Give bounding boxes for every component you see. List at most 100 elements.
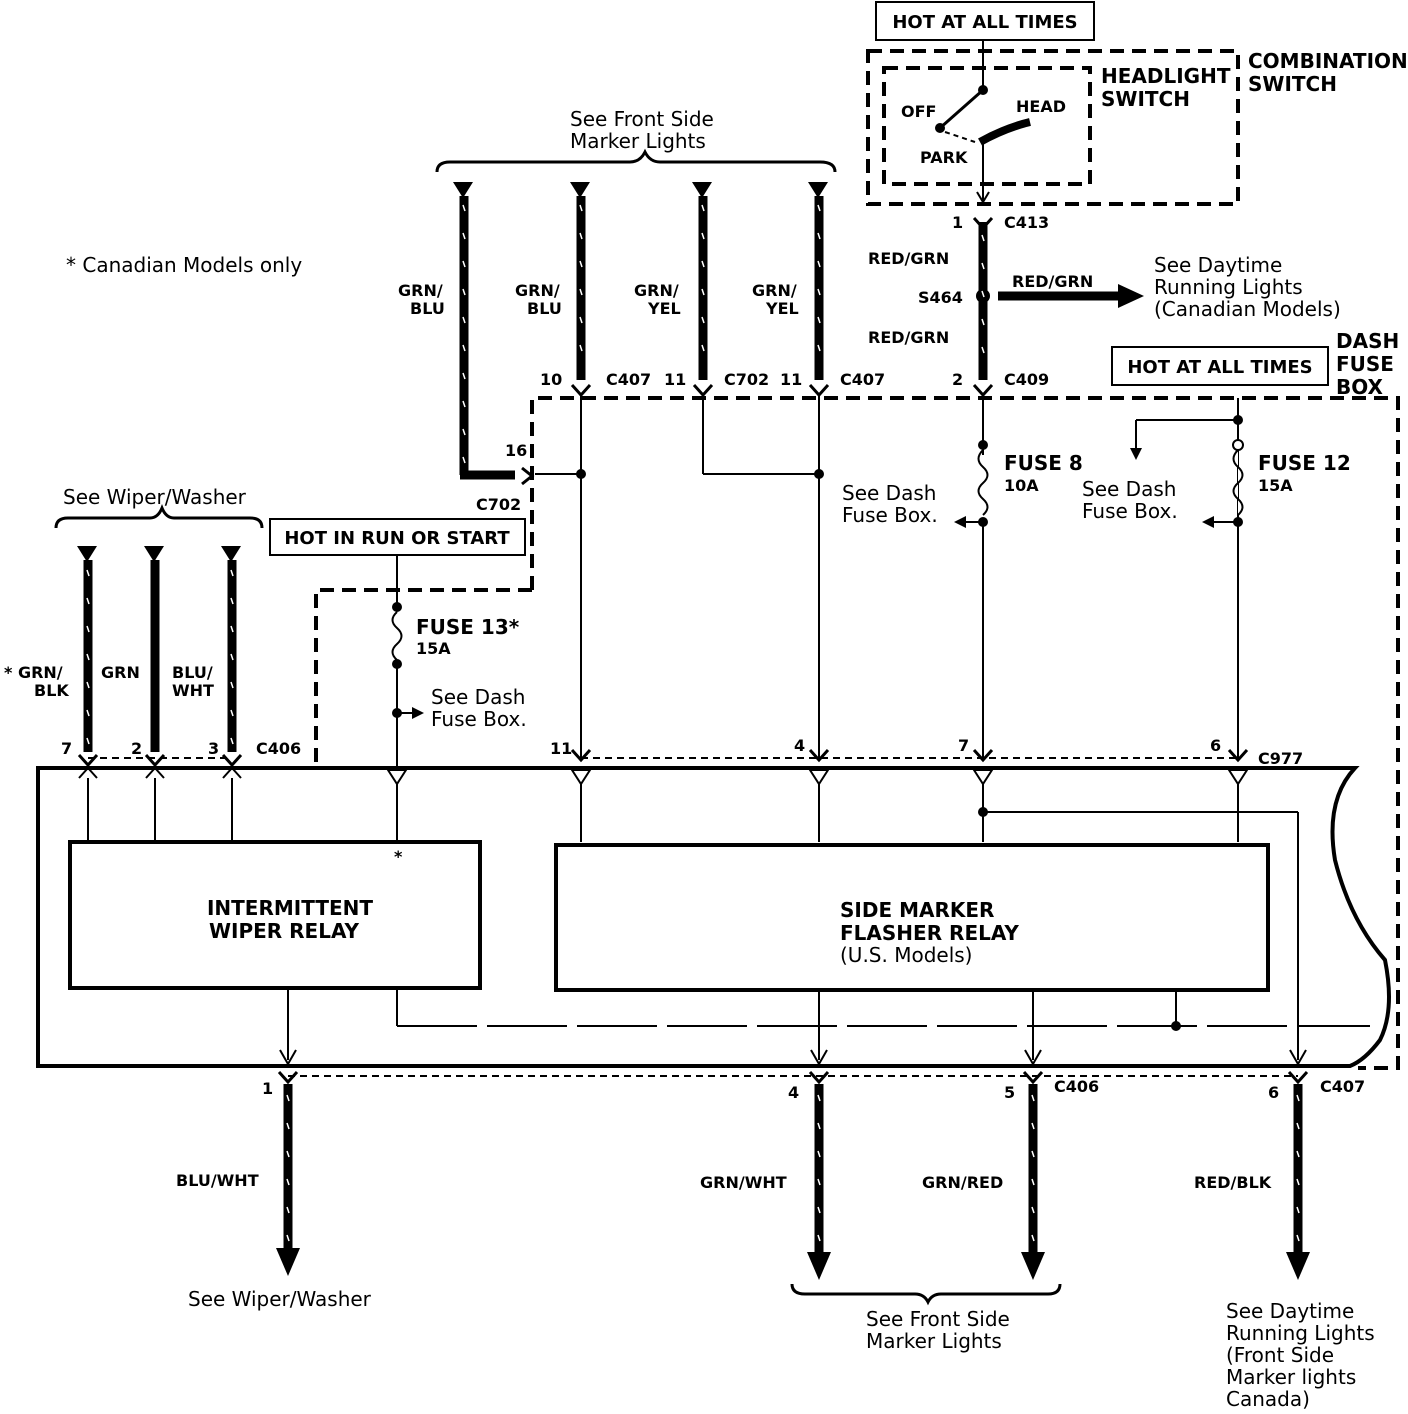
c702a-pin: 11 xyxy=(664,370,686,389)
wire-stripe-mark xyxy=(701,288,705,296)
hot-at-all-times-dash: HOT AT ALL TIMES xyxy=(1127,357,1312,378)
c977-connector xyxy=(570,748,1249,763)
wire-stripe-mark xyxy=(701,316,705,324)
internal-wiring-relays xyxy=(87,778,1370,1067)
wiper-wire3-c2: WHT xyxy=(172,681,214,700)
wire3-color-2: YEL xyxy=(647,299,681,318)
wiper-ref-brace xyxy=(54,503,264,529)
side-marker-relay-label-1: SIDE MARKER xyxy=(840,898,994,922)
bottom-ref-daytime-1: See Daytime xyxy=(1226,1299,1354,1323)
bottom-ref-wiper: See Wiper/Washer xyxy=(188,1287,372,1311)
wire-stripe-mark xyxy=(817,288,821,296)
combination-switch-border xyxy=(866,49,1240,206)
wire-stripe-mark xyxy=(230,625,234,633)
daytime-ref-3: (Canadian Models) xyxy=(1154,297,1341,321)
wire2-color-2: BLU xyxy=(527,299,562,318)
wire-stripe-mark xyxy=(86,737,90,745)
red-grn-wire xyxy=(972,216,994,455)
see-dash-3-line2: Fuse Box. xyxy=(431,707,527,731)
wire-stripe-mark xyxy=(86,569,90,577)
bottom-ref-daytime-3: (Front Side xyxy=(1226,1343,1334,1367)
housing-receptacles xyxy=(78,766,1249,786)
see-dash-2-line2: Fuse Box. xyxy=(1082,499,1178,523)
wire-stripe-mark xyxy=(286,1178,290,1186)
see-dash-2-line1: See Dash xyxy=(1082,477,1176,501)
hot-at-all-times-top: HOT AT ALL TIMES xyxy=(892,12,1077,33)
wire-stripe-mark xyxy=(462,316,466,324)
fuse-8-icon xyxy=(977,449,989,516)
wire-stripe-mark xyxy=(817,344,821,352)
wire-stripe-mark xyxy=(86,709,90,717)
fuse-12-label: FUSE 12 xyxy=(1258,451,1351,475)
wire-stripe-mark xyxy=(1296,1122,1300,1130)
wire-stripe-mark xyxy=(1296,1206,1300,1214)
wire-stripe-mark xyxy=(462,344,466,352)
hot-in-run-label: HOT IN RUN OR START xyxy=(284,528,510,549)
park-label: PARK xyxy=(920,148,968,167)
c406-label: C406 xyxy=(256,739,301,758)
top-ref-2: Marker Lights xyxy=(570,129,706,153)
wire4-color-1: GRN/ xyxy=(752,281,797,300)
wire-stripe-mark xyxy=(817,1234,821,1242)
wiper-wire2-c1: GRN xyxy=(101,663,140,682)
wiper-pin-7: 7 xyxy=(61,739,72,758)
wiper-pin-2: 2 xyxy=(131,739,142,758)
see-dash-3-line1: See Dash xyxy=(431,685,525,709)
wire-stripe-mark xyxy=(981,346,985,354)
wire-stripe-mark xyxy=(817,204,821,212)
fuse-13-icon xyxy=(391,611,403,661)
wire-stripe-mark xyxy=(462,428,466,436)
wiper-wire3-c1: BLU/ xyxy=(172,663,213,682)
c409-pin: 2 xyxy=(952,370,963,389)
off-label: OFF xyxy=(901,102,936,121)
see-dash-1-line1: See Dash xyxy=(842,481,936,505)
wiper-pin-3: 3 xyxy=(208,739,219,758)
dash-fuse-box-outline xyxy=(314,396,1400,1070)
wire2-color-1: GRN/ xyxy=(515,281,560,300)
wire-stripe-mark xyxy=(981,234,985,242)
c702a-label: C702 xyxy=(724,370,769,389)
dash-fuse-title-3: BOX xyxy=(1336,375,1384,399)
wire-stripe-mark xyxy=(286,1234,290,1242)
see-dash-1-line2: Fuse Box. xyxy=(842,503,938,527)
wire-stripe-mark xyxy=(462,400,466,408)
wiper-wire1-c2: BLK xyxy=(34,681,69,700)
wire-stripe-mark xyxy=(230,709,234,717)
wire4-color-2: YEL xyxy=(765,299,799,318)
bottom-ref-daytime-5: Canada) xyxy=(1226,1387,1310,1411)
intermittent-wiper-relay xyxy=(68,840,482,990)
wiper-relay-star: * xyxy=(394,847,403,866)
wire-stripe-mark xyxy=(701,344,705,352)
wire-stripe-mark xyxy=(1296,1150,1300,1158)
wiper-relay-label-2: WIPER RELAY xyxy=(209,919,360,943)
daytime-ref-1: See Daytime xyxy=(1154,253,1282,277)
c977-pin-11: 11 xyxy=(550,739,572,758)
wire-stripe-mark xyxy=(1296,1094,1300,1102)
wire-stripe-mark xyxy=(1031,1094,1035,1102)
side-marker-relay-label-2: FLASHER RELAY xyxy=(840,921,1019,945)
wire1-color-1: GRN/ xyxy=(398,281,443,300)
daytime-ref-2: Running Lights xyxy=(1154,275,1303,299)
wire-stripe-mark xyxy=(462,232,466,240)
wire-stripe-mark xyxy=(817,1094,821,1102)
internal-wiring-top xyxy=(535,395,1244,760)
wire-stripe-mark xyxy=(286,1150,290,1158)
combination-label-1: COMBINATION xyxy=(1248,49,1408,73)
bottom-ref-front-1: See Front Side xyxy=(866,1307,1010,1331)
wire-stripe-mark xyxy=(1031,1150,1035,1158)
fuse-12-icon xyxy=(1232,449,1244,516)
wire-stripe-mark xyxy=(579,232,583,240)
wire-stripe-mark xyxy=(579,288,583,296)
c977-label: C977 xyxy=(1258,749,1303,768)
wire-stripe-mark xyxy=(462,204,466,212)
s464-label: S464 xyxy=(918,288,963,307)
wiper-wires xyxy=(77,546,243,768)
bottom-pin-1: 1 xyxy=(262,1079,273,1098)
headlight-switch-border xyxy=(882,66,1092,186)
wire-stripe-mark xyxy=(817,232,821,240)
wire-stripe-mark xyxy=(817,1150,821,1158)
fuse-8-label: FUSE 8 xyxy=(1004,451,1083,475)
wire-stripe-mark xyxy=(462,372,466,380)
c702b-pin: 16 xyxy=(505,441,527,460)
